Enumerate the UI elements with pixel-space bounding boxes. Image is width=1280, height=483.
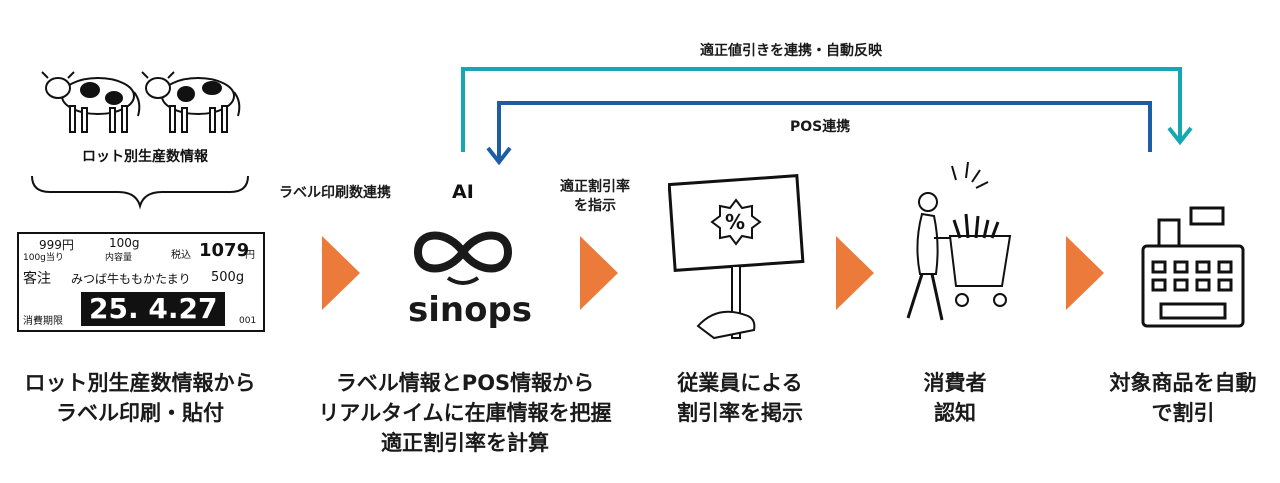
yen: 円 bbox=[245, 250, 255, 261]
expiry-date: 25. 4.27 bbox=[81, 292, 226, 326]
sign-illustration bbox=[668, 174, 805, 340]
weight: 100g bbox=[109, 236, 140, 250]
cows-caption: ロット別生産数情報 bbox=[82, 149, 208, 165]
flow-arrow-1 bbox=[322, 236, 360, 310]
expiry-label: 消費期限 bbox=[23, 316, 63, 327]
discount-badge-icon bbox=[710, 198, 762, 246]
weight-sub: 内容量 bbox=[105, 253, 133, 263]
ai-label: AI bbox=[452, 181, 474, 203]
flow-arrow-4 bbox=[1066, 236, 1104, 310]
brace bbox=[31, 175, 249, 210]
step-caption-3: 従業員による 割引率を掲示 bbox=[677, 371, 803, 425]
product-name: みつば牛ももかたまり bbox=[71, 272, 191, 286]
sign-percent: % bbox=[725, 210, 746, 234]
customer-order: 客注 bbox=[23, 271, 51, 287]
flow-arrow-3 bbox=[836, 236, 874, 310]
tax-label: 税込 bbox=[171, 250, 191, 261]
cows-illustration bbox=[41, 71, 241, 133]
price-label: 999円 100g当り 100g 内容量 税込 1079 円 客注 みつば牛もも… bbox=[17, 232, 265, 332]
unit-price: 999円 bbox=[39, 238, 74, 252]
step-caption-5: 対象商品を自動 で割引 bbox=[1109, 371, 1257, 425]
unit-price-sub: 100g当り bbox=[23, 253, 64, 263]
cash-register-icon bbox=[1141, 206, 1245, 328]
outer-loop-line bbox=[461, 67, 1193, 152]
logo-text: sinops bbox=[408, 290, 533, 330]
cow-icon bbox=[41, 71, 141, 133]
connector-label-discount: 適正割引率 を指示 bbox=[560, 179, 630, 214]
outer-loop-label: 適正値引きを連携・自動反映 bbox=[700, 43, 882, 59]
shopper-illustration bbox=[906, 161, 1012, 321]
step-caption-1: ロット別生産数情報から ラベル印刷・貼付 bbox=[24, 371, 256, 425]
infinity-logo-icon bbox=[413, 231, 513, 285]
inner-loop-label: POS連携 bbox=[790, 119, 851, 135]
inner-loop-line bbox=[486, 101, 1152, 166]
step-caption-4: 消費者 認知 bbox=[923, 371, 987, 425]
step-caption-2: ラベル情報とPOS情報から リアルタイムに在庫情報を把握 適正割引率を計算 bbox=[318, 371, 612, 455]
cow-icon bbox=[141, 71, 241, 133]
amount: 500g bbox=[211, 270, 245, 285]
label-code: 001 bbox=[239, 316, 257, 326]
price-value: 1079 bbox=[199, 240, 250, 261]
flow-arrow-2 bbox=[580, 236, 618, 310]
connector-label-print: ラベル印刷数連携 bbox=[279, 185, 391, 201]
